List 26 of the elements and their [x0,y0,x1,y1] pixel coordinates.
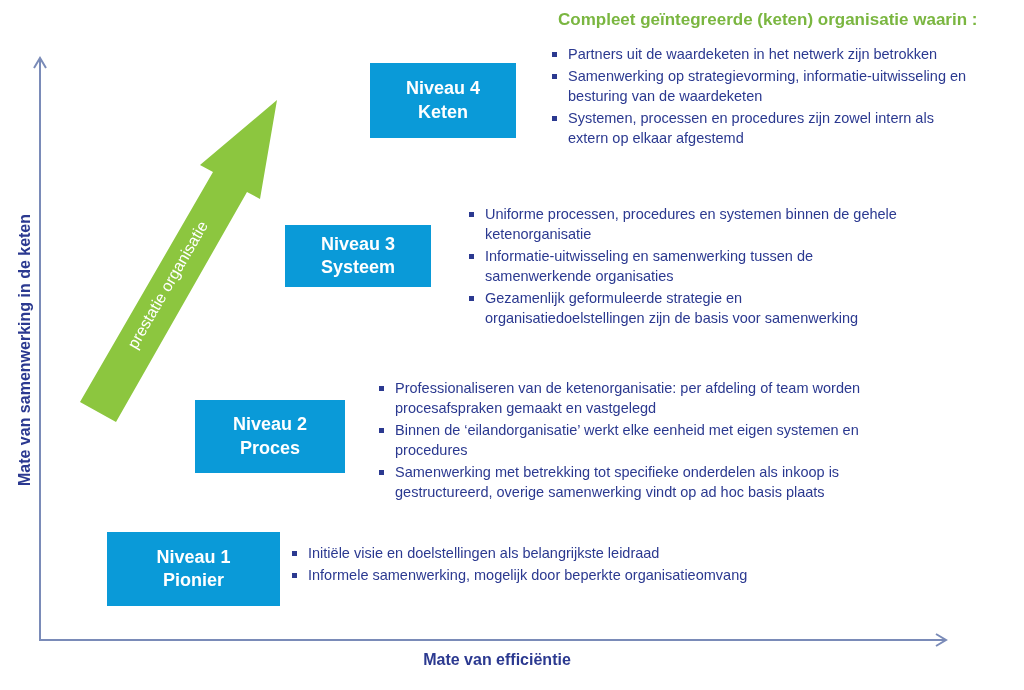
level-box [370,63,516,138]
bullet-point: Binnen de ‘eilandorganisatie’ werkt elke eenheid met eigen systemen en procedures [375,420,905,460]
bullet-point: Systemen, processen en procedures zijn zowel intern als extern op elkaar afgestemd [548,108,968,148]
bullet-point: Informatie-uitwisseling en samenwerking tussen de samenwerkende organisaties [465,246,905,286]
level-title: Systeem [320,256,396,279]
x-axis-label: Mate van efficiëntie [423,651,571,669]
y-axis-label: Mate van samenwerking in de keten [16,213,34,487]
level-title: Niveau 1 [156,545,231,569]
bullet-point: Professionaliseren van de ketenorganisatie: per afdeling of team worden procesafspraken gemaakt en vastgelegd [375,378,905,418]
bullet-point: Informele samenwerking, mogelijk door beperkte organisatieomvang [288,565,848,585]
level-title: Niveau 3 [320,232,395,256]
level-box [285,225,431,287]
level-title: Niveau 2 [232,413,307,437]
level-box [195,400,345,473]
bullet-point: Uniforme processen, procedures en systemen binnen de gehele ketenorganisatie [465,204,905,244]
bullet-point: Samenwerking op strategievorming, informatie-uitwisseling en besturing van de waardeketen [548,66,968,106]
level-title: Keten [418,100,468,124]
level-title: Proces [239,436,300,460]
bullet-point: Gezamenlijk geformuleerde strategie en organisatiedoelstellingen zijn de basis voor samenwerking [465,288,905,328]
bullet-point: Partners uit de waardeketen in het netwerk zijn betrokken [548,44,968,64]
level-title: Pionier [163,569,224,592]
level-title: Niveau 4 [405,77,480,101]
heading: Compleet geïntegreerde (keten) organisatie waarin : [558,10,978,30]
level-box [107,532,280,606]
bullet-point: Samenwerking met betrekking tot specifieke onderdelen als inkoop is gestructureerd, overige samenwerking vindt op ad hoc basis plaats [375,462,905,502]
bullet-point: Initiële visie en doelstellingen als belangrijkste leidraad [288,543,848,563]
